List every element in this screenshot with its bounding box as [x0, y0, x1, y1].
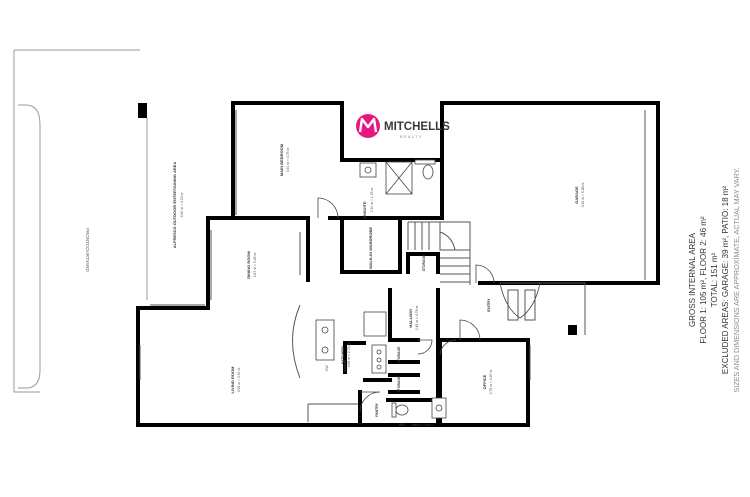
- kitchen-label: KITCHEN: [340, 346, 345, 364]
- brand-name: MITCHELLS: [384, 121, 450, 133]
- wc-label: W/C: [399, 423, 406, 427]
- main-bedroom-label: MAIN BEDROOM: [279, 143, 284, 176]
- doors: [317, 197, 586, 413]
- office-dim: 2.79 m × 3.87 m: [489, 370, 493, 395]
- area-total: TOTAL: 151 m²: [710, 252, 719, 307]
- front-courtyard: FRONTCOURTYARD: [13, 49, 140, 393]
- wc-fixtures: [391, 397, 447, 419]
- hallway-dim: 2.49 m × 4.74 m: [415, 306, 419, 331]
- dining-label: DINING ROOM: [246, 251, 251, 279]
- garage-dim: 5.92 m × 6.88 m: [581, 183, 585, 208]
- area-summary: GROSS INTERNAL AREA FLOOR 1: 105 m², FLO…: [688, 167, 741, 392]
- storage-label-2: STORAGE: [397, 346, 401, 363]
- logo-m-icon: [358, 117, 378, 133]
- area-floors: FLOOR 1: 105 m², FLOOR 2: 46 m²: [699, 216, 708, 343]
- living-dim: 3.94 m × 3.91 m: [237, 368, 241, 393]
- main-bedroom-dim: 3.91 m × 3.75 m: [286, 148, 290, 173]
- dw-label: DW: [325, 364, 329, 370]
- dining-dim: 2.87 m × 3.45 m: [253, 253, 257, 278]
- ensuite-dim: 1.90 m × 1.35 m: [370, 188, 374, 213]
- staircase: [407, 221, 471, 285]
- room-labels: ALFRESCO OUTDOOR ENTERTAINING AREA 6.90 …: [172, 143, 585, 427]
- walk-in-wardrobe-label: WALK-IN WARDROBE: [368, 227, 373, 269]
- brand-logo: MITCHELLS REALTY: [356, 114, 450, 139]
- entry-label: ENTRY: [486, 298, 491, 312]
- storage-label-1: STORAGE: [422, 254, 426, 271]
- frontcourtyard-label: FRONTCOURTYARD: [85, 228, 90, 272]
- windows: [139, 110, 646, 422]
- alfresco-label: ALFRESCO OUTDOOR ENTERTAINING AREA: [172, 162, 177, 249]
- kitchen-appliances: [363, 311, 387, 374]
- storage-label-3: STORAGE: [397, 375, 401, 392]
- ensuite-label: ENSUITE: [362, 201, 367, 219]
- pantry-label: PANTRY: [375, 402, 379, 416]
- area-title: GROSS INTERNAL AREA: [688, 232, 697, 327]
- garage-label: GARAGE: [574, 186, 579, 204]
- brand-tagline: REALTY: [400, 135, 423, 139]
- wc-dim: 0.85 m × 1.27 m: [412, 423, 434, 427]
- kitchen-island: [292, 304, 335, 379]
- kitchen-dim: 3.69 m × 2.75 m: [347, 343, 351, 368]
- columns: [138, 103, 577, 335]
- exterior-walls: [136, 101, 660, 427]
- alfresco-dim: 6.90 m × 3.23 m: [180, 193, 184, 218]
- ensuite-fixtures: [359, 159, 436, 195]
- living-label: LIVING ROOM: [230, 366, 235, 394]
- hallway-label: HALLWAY: [408, 308, 413, 328]
- interior-walls: [206, 101, 502, 427]
- office-label: OFFICE: [482, 374, 487, 389]
- area-disclaimer: SIZES AND DIMENSIONS ARE APPROXIMATE, AC…: [732, 167, 741, 392]
- area-excluded: EXCLUDED AREAS: GARAGE: 39 m², PATIO: 18…: [721, 186, 730, 375]
